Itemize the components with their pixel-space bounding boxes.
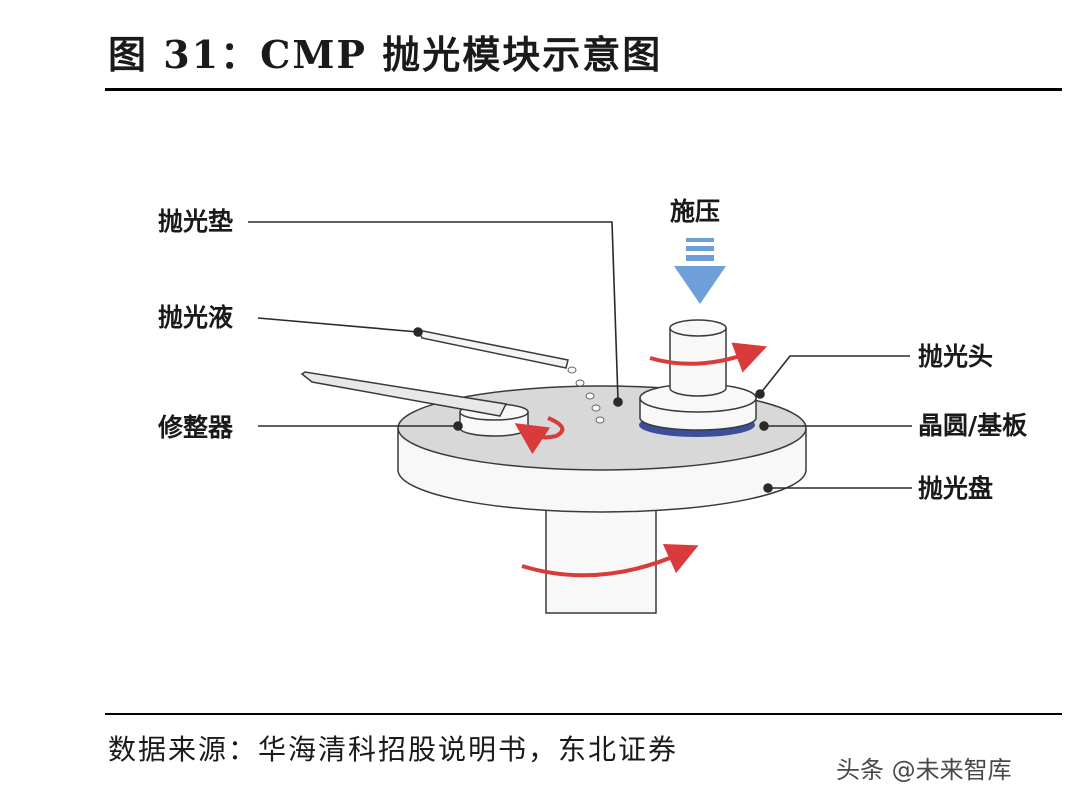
watermark: 头条 @未来智库 (836, 756, 1012, 784)
label-conditioner: 修整器 (157, 413, 234, 442)
conditioner (300, 371, 529, 437)
leader-lines (248, 221, 912, 493)
title-divider (105, 88, 1062, 91)
head-rotation-arrow (649, 342, 768, 373)
source-note: 数据来源：华海清科招股说明书，东北证券 (108, 733, 679, 766)
pressure-arrow-icon (674, 238, 726, 304)
label-pressure: 施压 (670, 197, 720, 226)
slurry-nozzle (416, 328, 569, 369)
label-head: 抛光头 (918, 342, 993, 371)
label-platen: 抛光盘 (918, 474, 993, 503)
label-pad: 抛光垫 (158, 207, 233, 236)
footer-divider (105, 713, 1062, 715)
slurry-drops (567, 366, 605, 424)
spindle-shaft (545, 509, 657, 614)
platen-rotation-arrow (521, 544, 699, 578)
polishing-head (639, 319, 757, 431)
conditioner-rotation-arrow (514, 416, 565, 455)
figure-title: 图 31：CMP 抛光模块示意图 (108, 32, 663, 77)
label-slurry: 抛光液 (158, 303, 233, 332)
label-wafer: 晶圆/基板 (918, 411, 1027, 440)
